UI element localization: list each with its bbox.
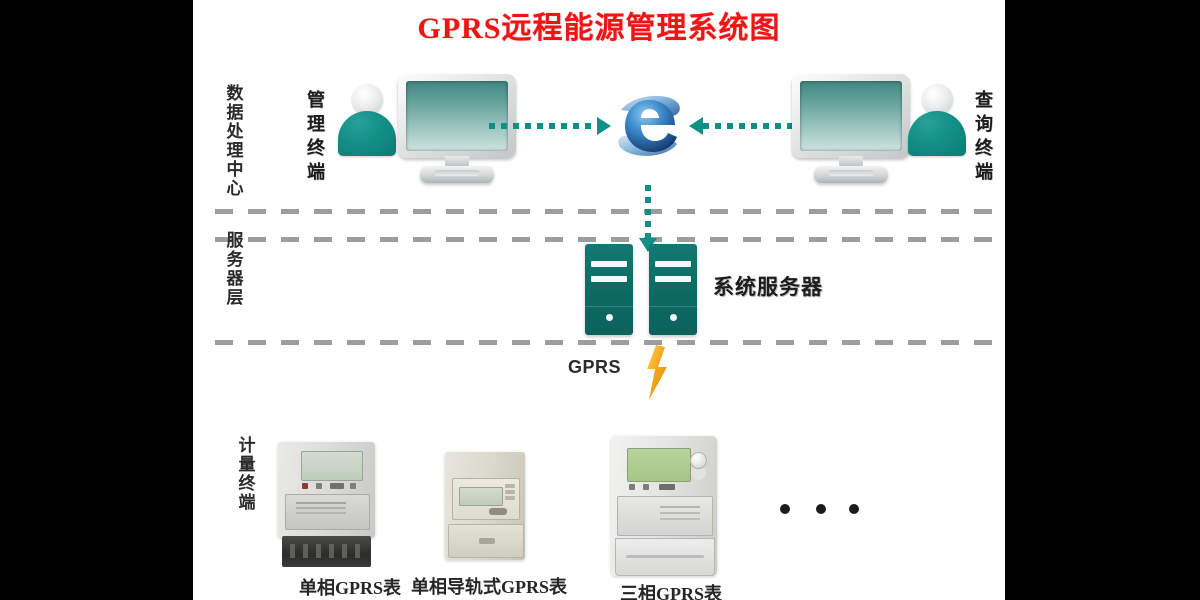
meter-terminal-cover — [615, 538, 715, 576]
diagram-canvas: GPRS远程能源管理系统图 数据处理中心 服务器层 计量终端 管理终端 — [193, 0, 1005, 600]
meter-caption-1: 单相GPRS表 — [299, 578, 402, 598]
monitor-screen — [800, 81, 902, 151]
layer-label-data-center: 数据处理中心 — [226, 84, 244, 198]
label-query-terminal: 查询终端 — [975, 90, 993, 182]
internet-explorer-icon — [611, 90, 685, 162]
server-divider — [585, 306, 633, 307]
meter-lcd — [301, 451, 363, 481]
monitor-icon-management — [398, 74, 516, 186]
monitor-bezel — [792, 74, 910, 158]
label-system-server: 系统服务器 — [713, 275, 823, 299]
monitor-neck — [445, 156, 469, 168]
din-rail-gprs-meter-image — [445, 452, 525, 560]
meter-body — [278, 442, 375, 538]
user-head-shape — [352, 84, 383, 115]
meter-seal-knob — [690, 452, 707, 469]
server-divider — [649, 306, 697, 307]
meter-nameplate — [617, 496, 713, 536]
monitor-screen — [406, 81, 508, 151]
single-phase-gprs-meter-image — [278, 442, 375, 567]
dotted-line-right — [703, 123, 806, 129]
ellipsis-dot — [780, 504, 790, 514]
monitor-icon-query — [792, 74, 910, 186]
dotted-arrow-left-icon — [689, 117, 703, 135]
ellipsis-dots — [780, 504, 866, 516]
monitor-base — [420, 166, 494, 183]
server-power-led — [670, 314, 677, 321]
divider-server-layer-top — [215, 237, 1005, 242]
user-icon-query — [908, 84, 966, 160]
meter-body — [611, 436, 717, 576]
label-gprs-link: GPRS — [568, 357, 622, 377]
meter-caption-2: 单相导轨式GPRS表 — [411, 577, 568, 597]
meter-nameplate — [285, 494, 370, 530]
server-tower-icon-2 — [649, 244, 697, 335]
user-icon-management — [338, 84, 396, 160]
meter-buttons — [629, 484, 689, 491]
page-title: GPRS远程能源管理系统图 — [417, 12, 781, 45]
layer-label-server: 服务器层 — [226, 231, 244, 307]
meter-faceplate — [452, 478, 520, 520]
user-head-shape — [922, 84, 953, 115]
user-body-shape — [338, 111, 396, 156]
monitor-base — [814, 166, 888, 183]
user-body-shape — [908, 111, 966, 156]
layer-label-metering: 计量终端 — [238, 436, 256, 512]
server-power-led — [606, 314, 613, 321]
dotted-line-down — [645, 185, 651, 240]
lightning-bolt-icon — [643, 345, 671, 400]
server-slot — [591, 276, 627, 282]
server-slot — [655, 276, 691, 282]
label-management-terminal: 管理终端 — [307, 90, 325, 182]
server-tower-icon-1 — [585, 244, 633, 335]
meter-lcd — [627, 448, 691, 482]
server-slot — [655, 261, 691, 267]
divider-server-layer-bottom — [215, 340, 1005, 345]
three-phase-gprs-meter-image — [611, 436, 717, 576]
server-slot — [591, 261, 627, 267]
meter-caption-3: 三相GPRS表 — [620, 584, 723, 600]
monitor-neck — [839, 156, 863, 168]
divider-data-center-bottom — [215, 209, 1005, 214]
monitor-bezel — [398, 74, 516, 158]
meter-buttons — [302, 483, 360, 490]
meter-port — [489, 508, 507, 515]
meter-lcd — [459, 487, 503, 506]
meter-body — [445, 452, 525, 560]
meter-indicator-leds — [505, 484, 515, 488]
ellipsis-dot — [849, 504, 859, 514]
ellipsis-dot — [816, 504, 826, 514]
meter-terminal-cover — [448, 524, 524, 558]
meter-terminal-block — [282, 536, 371, 567]
dotted-arrow-right-icon — [597, 117, 611, 135]
dotted-line-left — [489, 123, 599, 129]
